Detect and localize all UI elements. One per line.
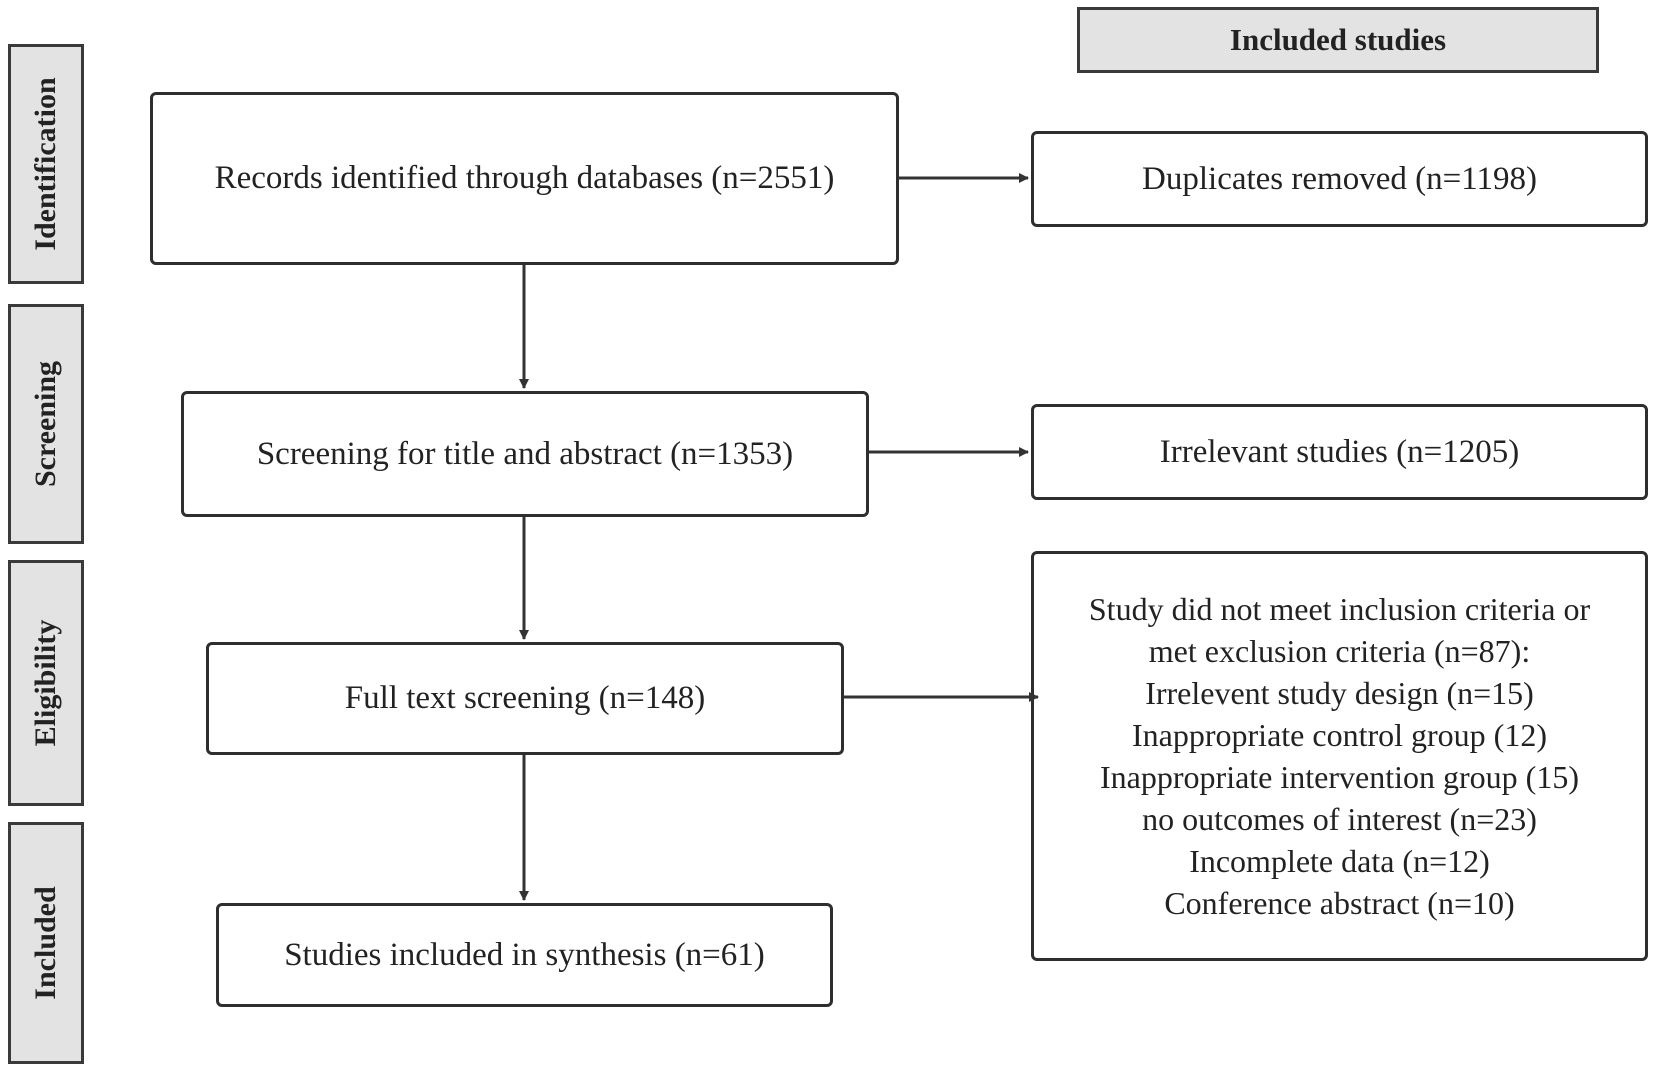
full-text-screening-box: Full text screening (n=148) xyxy=(206,642,844,755)
included-studies-header: Included studies xyxy=(1077,7,1599,73)
duplicates-removed-box: Duplicates removed (n=1198) xyxy=(1031,131,1648,227)
exclusion-line: Inappropriate control group (12) xyxy=(1132,717,1547,753)
exclusion-line: Inappropriate intervention group (15) xyxy=(1100,759,1579,795)
stage-tab-identification: Identification xyxy=(8,44,84,284)
irrelevant-studies-box: Irrelevant studies (n=1205) xyxy=(1031,404,1648,500)
exclusion-reasons-list: Study did not meet inclusion criteria or… xyxy=(1089,588,1590,924)
exclusion-line: met exclusion criteria (n=87): xyxy=(1148,633,1531,669)
records-identified-box: Records identified through databases (n=… xyxy=(150,92,899,265)
stage-tab-eligibility: Eligibility xyxy=(8,560,84,806)
studies-included-box: Studies included in synthesis (n=61) xyxy=(216,903,833,1007)
exclusion-line: Conference abstract (n=10) xyxy=(1164,885,1515,921)
stage-tab-included: Included xyxy=(8,822,84,1064)
exclusion-line: Incomplete data (n=12) xyxy=(1189,843,1490,879)
exclusion-line: Study did not meet inclusion criteria or xyxy=(1088,591,1591,627)
screening-box: Screening for title and abstract (n=1353… xyxy=(181,391,869,517)
exclusion-line: no outcomes of interest (n=23) xyxy=(1142,801,1537,837)
stage-tab-screening: Screening xyxy=(8,304,84,544)
criteria-exclusion-box: Study did not meet inclusion criteria or… xyxy=(1031,551,1648,961)
exclusion-line: Irrelevent study design (n=15) xyxy=(1145,675,1534,711)
